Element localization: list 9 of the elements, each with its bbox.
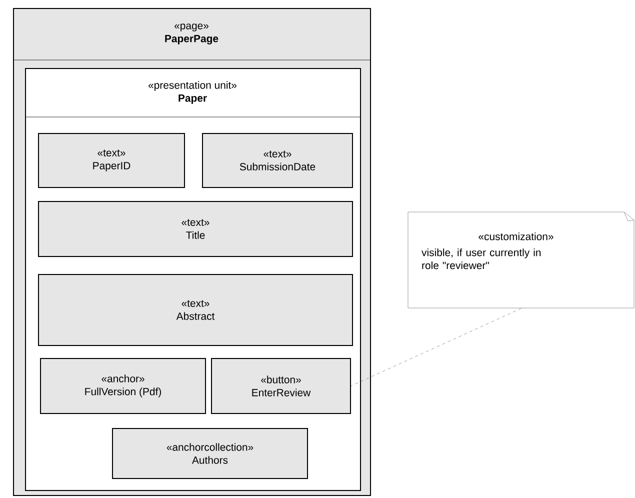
note-box: «customization» visible, if user currently in role "reviewer": [408, 212, 634, 308]
element-box: «text» PaperID: [38, 133, 185, 188]
leader-line: [350, 308, 522, 386]
element-box: «text» Title: [38, 201, 353, 257]
element-box: «button» EnterReview: [211, 358, 351, 414]
element-box: «text» SubmissionDate: [202, 133, 353, 188]
element-box: «anchor» FullVersion (Pdf): [40, 358, 206, 414]
element-box: «text» Abstract: [38, 274, 353, 346]
element-box: «anchorcollection» Authors: [112, 428, 308, 479]
